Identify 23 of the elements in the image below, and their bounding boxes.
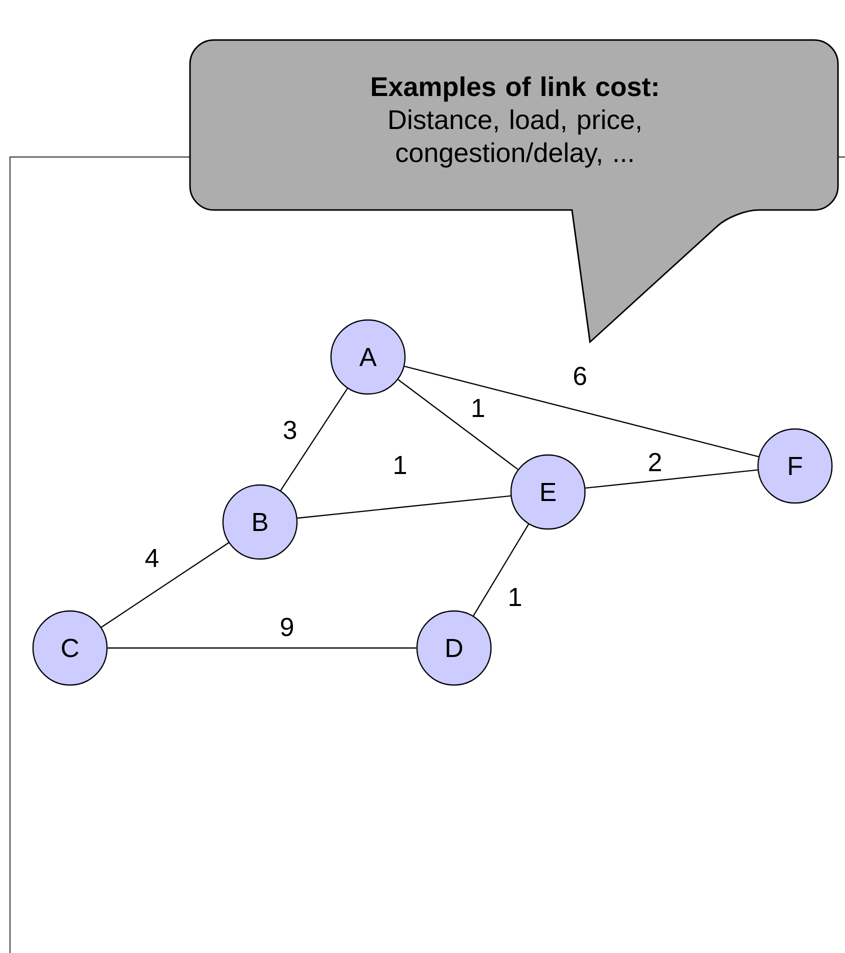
graph-node: C [32,610,108,686]
edge-label: 3 [282,420,298,440]
link-line [472,524,530,616]
graph-node: F [757,428,833,504]
speech-callout: Examples of link cost: Distance, load, price, congestion/delay, ... [189,39,839,343]
link-line [280,388,348,491]
edge-label: 1 [506,587,524,607]
link-line [404,366,759,458]
graph-node: D [416,610,492,686]
graph-node: B [222,484,298,560]
edge-label: 1 [470,398,486,418]
link-line [108,647,416,649]
link-line [101,542,229,628]
link-line [398,379,518,470]
link-line [585,469,758,489]
edge-label: 9 [278,616,296,638]
graph-node: E [510,454,586,530]
link-line [297,495,511,519]
edge-label: 4 [144,548,160,568]
edge-label: 6 [572,366,588,386]
graph-node: A [330,319,406,395]
edge-label: 2 [646,452,664,472]
edge-label: 1 [392,455,408,475]
